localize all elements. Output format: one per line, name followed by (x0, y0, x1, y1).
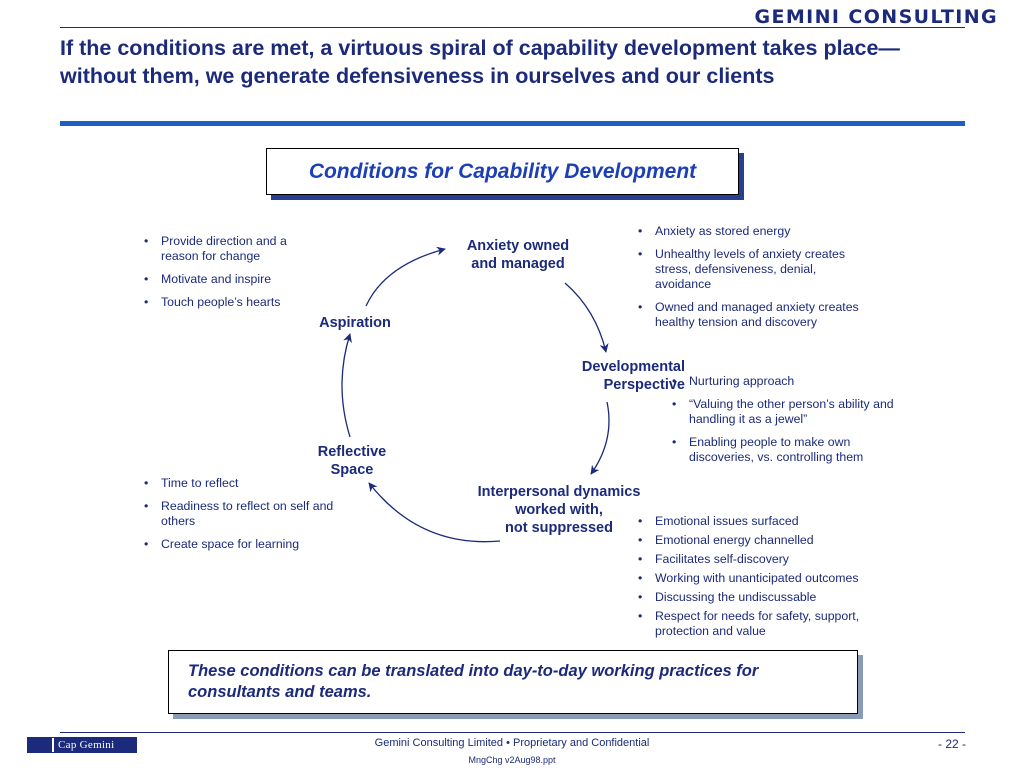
footer-divider (60, 732, 965, 733)
footer-confidential: Gemini Consulting Limited • Proprietary … (374, 737, 650, 749)
list-item: Discussing the undiscussable (634, 590, 909, 605)
headline-divider (60, 121, 965, 126)
list-item: Anxiety as stored energy (634, 224, 864, 239)
list-item: Owned and managed anxiety creates health… (634, 300, 864, 330)
node-anxiety: Anxiety owned and managed (466, 238, 570, 272)
cap-gemini-logo: Cap Gemini (27, 737, 137, 753)
summary-note-box: These conditions can be translated into … (168, 650, 858, 714)
arrow-developmental-to-interpersonal (590, 401, 610, 475)
list-item: Readiness to reflect on self and others (140, 499, 350, 529)
list-item: “Valuing the other person’s ability and … (668, 397, 913, 427)
list-item: Working with unanticipated outcomes (634, 571, 909, 586)
interpersonal-bullets: Emotional issues surfaced Emotional ener… (634, 514, 909, 643)
node-reflective: Reflective Space (317, 444, 387, 478)
list-item: Unhealthy levels of anxiety creates stre… (634, 247, 864, 292)
slide-headline: If the conditions are met, a virtuous sp… (60, 36, 900, 88)
list-item: Touch people’s hearts (140, 295, 320, 310)
page-number: - 22 - (937, 737, 966, 751)
node-aspiration: Aspiration (319, 315, 391, 331)
reflective-bullets: Time to reflect Readiness to reflect on … (140, 476, 350, 560)
list-item: Respect for needs for safety, support, p… (634, 609, 909, 639)
list-item: Enabling people to make own discoveries,… (668, 435, 913, 465)
list-item: Provide direction and a reason for chang… (140, 234, 320, 264)
list-item: Facilitates self-discovery (634, 552, 909, 567)
developmental-bullets: Nurturing approach “Valuing the other pe… (668, 374, 913, 473)
footer-filename: MngChg v2Aug98.ppt (468, 755, 556, 765)
logo-mark-icon (28, 738, 52, 752)
summary-note: These conditions can be translated into … (188, 662, 759, 701)
list-item: Emotional issues surfaced (634, 514, 909, 529)
node-interpersonal: Interpersonal dynamics worked with, not … (477, 484, 641, 536)
brand-logo-text: GEMINI CONSULTING (754, 6, 998, 28)
list-item: Motivate and inspire (140, 272, 320, 287)
anxiety-bullets: Anxiety as stored energy Unhealthy level… (634, 224, 864, 338)
list-item: Emotional energy channelled (634, 533, 909, 548)
logo-text: Cap Gemini (52, 738, 136, 752)
arrow-reflective-to-aspiration (341, 333, 352, 438)
arrow-anxiety-to-developmental (564, 282, 609, 353)
conditions-title-box: Conditions for Capability Development (266, 148, 739, 195)
list-item: Nurturing approach (668, 374, 913, 389)
list-item: Time to reflect (140, 476, 350, 491)
node-developmental: Developmental Perspective (581, 359, 685, 393)
aspiration-bullets: Provide direction and a reason for chang… (140, 234, 320, 318)
list-item: Create space for learning (140, 537, 350, 552)
top-divider (60, 27, 965, 28)
conditions-title: Conditions for Capability Development (308, 159, 697, 183)
arrow-aspiration-to-anxiety (365, 246, 446, 307)
